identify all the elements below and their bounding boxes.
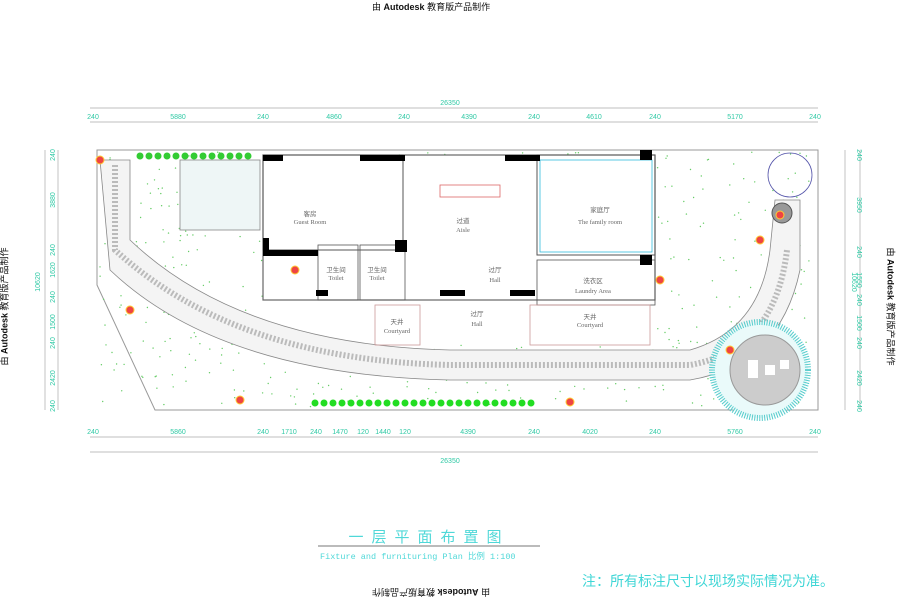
staircase bbox=[439, 184, 501, 198]
toilet1-cn: 卫生间 bbox=[326, 265, 346, 274]
dim-left-segment: 1500 bbox=[50, 314, 57, 330]
dim-bottom-segment: 4020 bbox=[582, 429, 598, 436]
dim-top-total: 26350 bbox=[440, 100, 460, 107]
watermark-bottom: 由 Autodesk 教育版产品制作 bbox=[372, 586, 490, 599]
dim-bottom-segment: 120 bbox=[357, 429, 369, 436]
toilet2-cn: 卫生间 bbox=[367, 265, 387, 274]
dim-top-segment: 240 bbox=[257, 114, 269, 121]
dim-bottom-segment: 240 bbox=[528, 429, 540, 436]
watermark-right: 由 Autodesk 教育版产品制作 bbox=[885, 247, 898, 365]
dim-left-segment: 2420 bbox=[50, 370, 57, 386]
toilet2-en: Toilet bbox=[369, 275, 384, 282]
dim-left-segment: 240 bbox=[50, 400, 57, 412]
wm-brand: Autodesk bbox=[0, 312, 10, 355]
dimension-lines bbox=[44, 107, 861, 453]
paved-path bbox=[99, 159, 801, 381]
watermark-top: 由 Autodesk 教育版产品制作 bbox=[372, 0, 490, 13]
dim-top-segment: 4390 bbox=[461, 114, 477, 121]
dim-left-segment: 240 bbox=[50, 149, 57, 161]
watermark-left: 由 Autodesk 教育版产品制作 bbox=[0, 247, 11, 365]
wm-prefix: 由 bbox=[481, 587, 491, 597]
courtyard2-cn: 天井 bbox=[584, 312, 598, 321]
dim-bottom-segment: 240 bbox=[809, 429, 821, 436]
dim-right-segment: 2420 bbox=[855, 370, 862, 386]
dim-left-total: 10620 bbox=[35, 272, 42, 292]
dim-bottom-segment: 240 bbox=[649, 429, 661, 436]
dim-bottom-segment: 1470 bbox=[332, 429, 348, 436]
dim-bottom-segment: 120 bbox=[399, 429, 411, 436]
dim-bottom-segment: 1710 bbox=[281, 429, 297, 436]
wm-brand: Autodesk bbox=[437, 587, 479, 597]
dim-right-segment: 240 bbox=[855, 294, 862, 306]
hex-paver-patio bbox=[179, 159, 261, 231]
dim-left-segment: 3880 bbox=[50, 192, 57, 208]
dim-top-segment: 240 bbox=[528, 114, 540, 121]
dim-top-segment: 4860 bbox=[326, 114, 342, 121]
room-labels: 客房 Guest Room 过道 Aisle 家庭厅 The family ro… bbox=[294, 205, 622, 335]
dim-top-segment: 240 bbox=[398, 114, 410, 121]
wm-suffix: 教育版产品制作 bbox=[885, 302, 896, 366]
hall1-en: Hall bbox=[489, 277, 500, 284]
dim-right-segment: 240 bbox=[855, 246, 862, 258]
wm-prefix: 由 bbox=[0, 356, 10, 366]
dim-bottom-segment: 4390 bbox=[460, 429, 476, 436]
building-outline bbox=[262, 154, 656, 301]
dim-right-segment: 240 bbox=[855, 400, 862, 412]
toilet1-en: Toilet bbox=[328, 275, 343, 282]
dim-bottom-segment: 1440 bbox=[375, 429, 391, 436]
wm-suffix: 教育版产品制作 bbox=[372, 587, 436, 597]
laundry-en: Laundry Area bbox=[575, 288, 611, 295]
laundry-cn: 洗衣区 bbox=[583, 276, 603, 285]
hedge-plants bbox=[95, 152, 785, 407]
drawing-title: 一层平面布置图 bbox=[348, 530, 510, 546]
dim-bottom-segment: 5760 bbox=[727, 429, 743, 436]
site-boundary bbox=[96, 149, 819, 411]
aisle-en: Aisle bbox=[456, 227, 470, 234]
dim-right-segment: 1550 bbox=[855, 272, 862, 288]
family-room-cn: 家庭厅 bbox=[590, 205, 610, 214]
wm-suffix: 教育版产品制作 bbox=[0, 247, 10, 311]
wm-suffix: 教育版产品制作 bbox=[427, 2, 491, 12]
wm-brand: Autodesk bbox=[885, 258, 896, 301]
dim-top-segment: 240 bbox=[87, 114, 99, 121]
dim-right-total: 10620 bbox=[850, 272, 857, 292]
dim-top-segment: 240 bbox=[809, 114, 821, 121]
guest-room-en: Guest Room bbox=[294, 219, 327, 226]
dim-bottom-segment: 240 bbox=[257, 429, 269, 436]
dim-right-segment: 3950 bbox=[855, 197, 862, 213]
dim-right-segment: 240 bbox=[855, 149, 862, 161]
drawing-note: 注：所有标注尺寸以现场实际情况为准。 bbox=[582, 574, 834, 590]
wm-brand: Autodesk bbox=[383, 2, 425, 12]
wm-prefix: 由 bbox=[885, 247, 896, 257]
guest-room-cn: 客房 bbox=[304, 209, 317, 218]
courtyard2-en: Courtyard bbox=[577, 322, 604, 329]
hall2-cn: 过厅 bbox=[471, 309, 485, 318]
dim-top-segment: 240 bbox=[649, 114, 661, 121]
dim-right-segment: 1500 bbox=[855, 315, 862, 331]
dim-left-segment: 240 bbox=[50, 291, 57, 303]
wm-prefix: 由 bbox=[372, 2, 382, 12]
dim-bottom-segment: 5860 bbox=[170, 429, 186, 436]
title-underline bbox=[318, 545, 540, 547]
drawing-subtitle: Fixture and furnituring Plan 比例 1:100 bbox=[320, 552, 516, 562]
dim-left-segment: 240 bbox=[50, 244, 57, 256]
aisle-cn: 过道 bbox=[457, 216, 471, 225]
courtyard1-en: Courtyard bbox=[384, 328, 411, 335]
dim-right-segment: 240 bbox=[855, 337, 862, 349]
dim-left-segment: 1620 bbox=[50, 262, 57, 278]
hall2-en: Hall bbox=[471, 321, 482, 328]
dim-bottom-segment: 240 bbox=[87, 429, 99, 436]
hall1-cn: 过厅 bbox=[489, 265, 503, 274]
dim-top-segment: 5170 bbox=[727, 114, 743, 121]
dim-top-segment: 5880 bbox=[170, 114, 186, 121]
family-room-en: The family room bbox=[578, 219, 622, 226]
dim-bottom-segment: 240 bbox=[310, 429, 322, 436]
dim-left-segment: 240 bbox=[50, 337, 57, 349]
gazebo bbox=[767, 152, 813, 198]
dim-bottom-total: 26350 bbox=[440, 458, 460, 465]
dim-top-segment: 4610 bbox=[586, 114, 602, 121]
courtyard1-cn: 天井 bbox=[391, 317, 405, 326]
